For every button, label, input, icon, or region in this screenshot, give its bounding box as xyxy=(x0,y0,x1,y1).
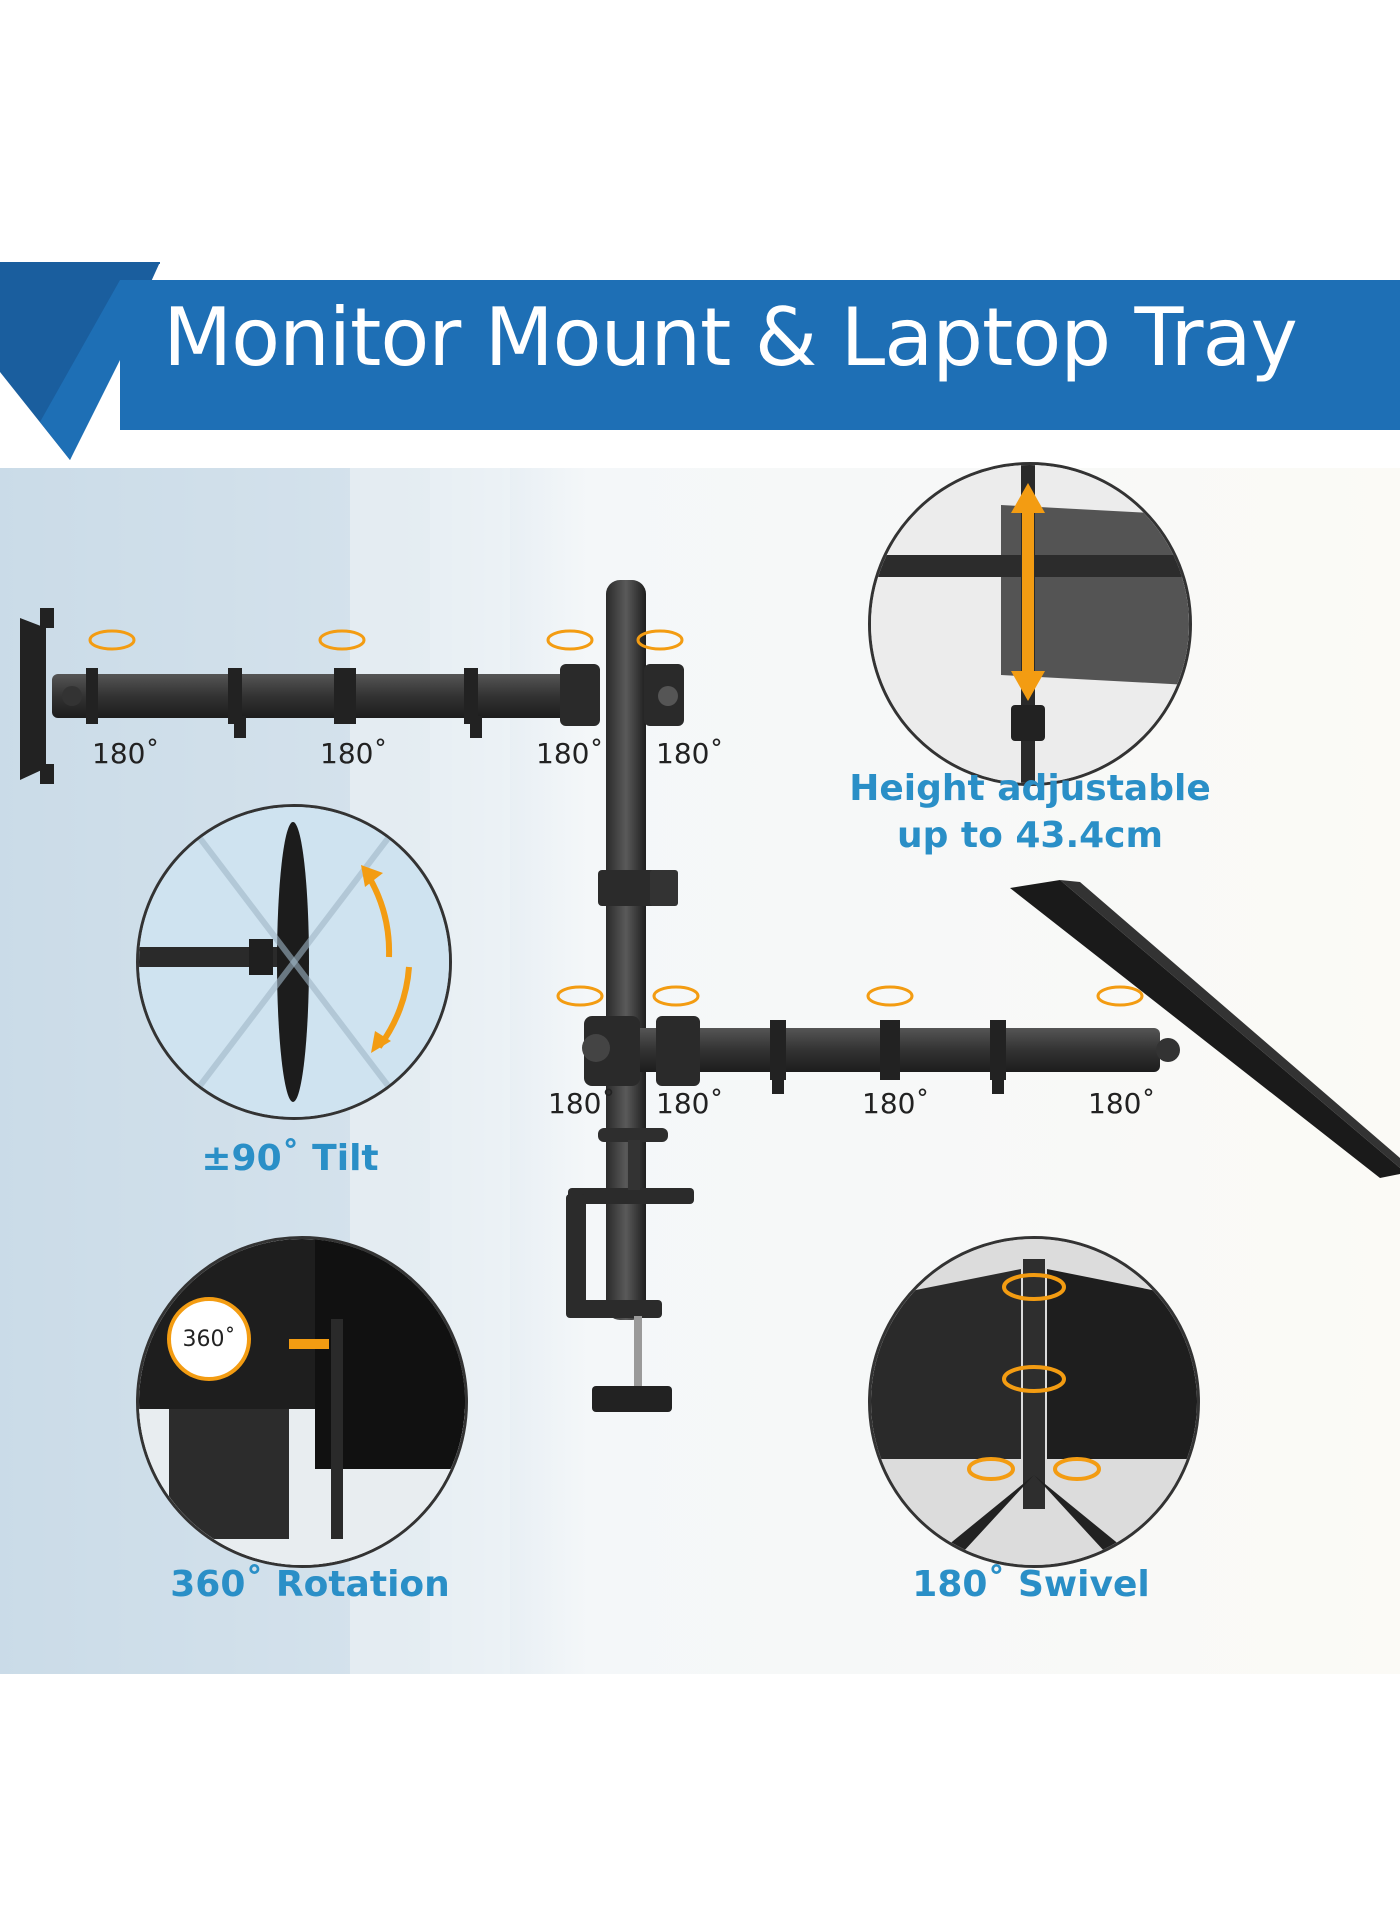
swivel-degree-label: 180˚ xyxy=(862,1087,930,1120)
swivel-arrow-icon xyxy=(88,629,1144,1007)
height-label: Height adjustable up to 43.4cm xyxy=(840,766,1220,860)
swivel-detail-circle xyxy=(868,1236,1200,1568)
height-detail-circle xyxy=(868,462,1192,786)
height-label-text: Height adjustable up to 43.4cm xyxy=(849,768,1211,856)
swivel-degree-label: 180˚ xyxy=(536,737,604,770)
swivel-degree-label: 180˚ xyxy=(656,737,724,770)
title-banner xyxy=(0,262,1400,460)
swivel-degree-label: 180˚ xyxy=(656,1087,724,1120)
swivel-degree-label: 180˚ xyxy=(1088,1087,1156,1120)
tilt-label: ±90˚ Tilt xyxy=(201,1138,379,1179)
banner-title: Monitor Mount & Laptop Tray xyxy=(163,291,1298,384)
swivel-degree-label: 180˚ xyxy=(92,737,160,770)
tilt-detail-circle xyxy=(136,804,452,1120)
rotation-label: 360˚ Rotation xyxy=(170,1564,450,1605)
swivel-label: 180˚ Swivel xyxy=(912,1564,1150,1605)
swivel-degree-label: 180˚ xyxy=(548,1087,616,1120)
rotation-badge: 360˚ xyxy=(182,1327,236,1352)
swivel-degree-label: 180˚ xyxy=(320,737,388,770)
rotation-detail-circle: 360˚ xyxy=(136,1236,468,1568)
